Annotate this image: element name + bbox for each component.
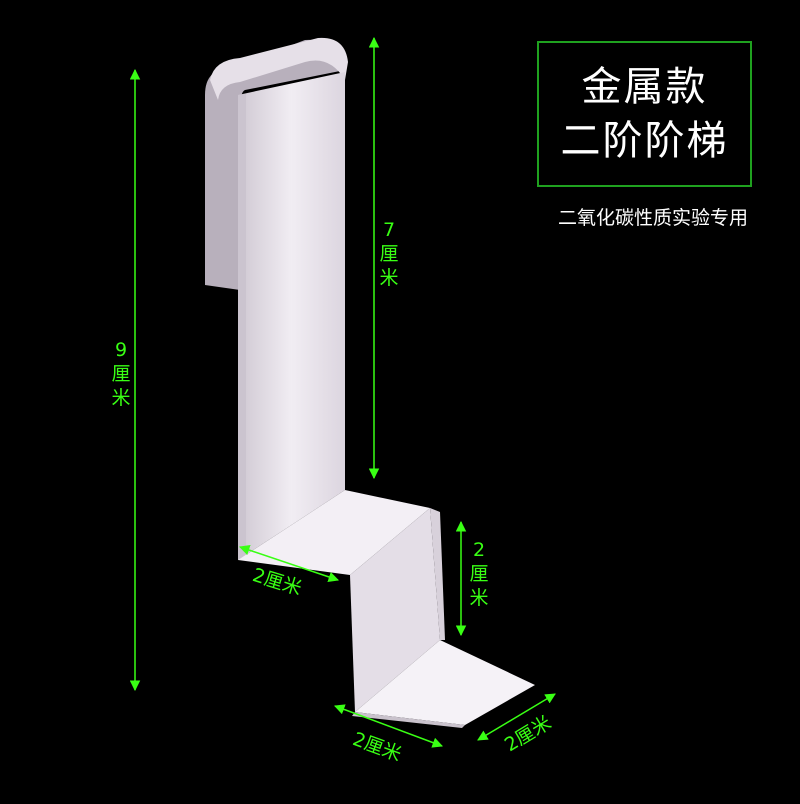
step-depth-dimension-line [239, 545, 339, 582]
title-box: 金属款 二阶阶梯 [537, 41, 752, 187]
upper-height-unit-2: 米 [379, 267, 399, 289]
subtitle: 二氧化碳性质实验专用 [557, 207, 748, 229]
step-height-unit-1: 厘 [469, 563, 489, 585]
width-dimension-line [477, 693, 556, 741]
total-height-value: 9 [114, 339, 128, 361]
step-height-value: 2 [472, 539, 486, 561]
title-line-2: 二阶阶梯 [560, 118, 729, 164]
base-depth-dimension-line [334, 704, 443, 748]
upper-height-value: 7 [382, 219, 396, 241]
total-height-unit-2: 米 [111, 387, 131, 409]
title-line-1: 金属款 [581, 64, 708, 110]
total-height-label: 9 厘 米 [109, 338, 133, 410]
upper-height-label: 7 厘 米 [377, 218, 401, 290]
step-height-label: 2 厘 米 [467, 538, 491, 610]
step-height-unit-2: 米 [469, 587, 489, 609]
total-height-unit-1: 厘 [111, 363, 131, 385]
metal-bracket [205, 37, 535, 728]
upper-height-unit-1: 厘 [379, 243, 399, 265]
